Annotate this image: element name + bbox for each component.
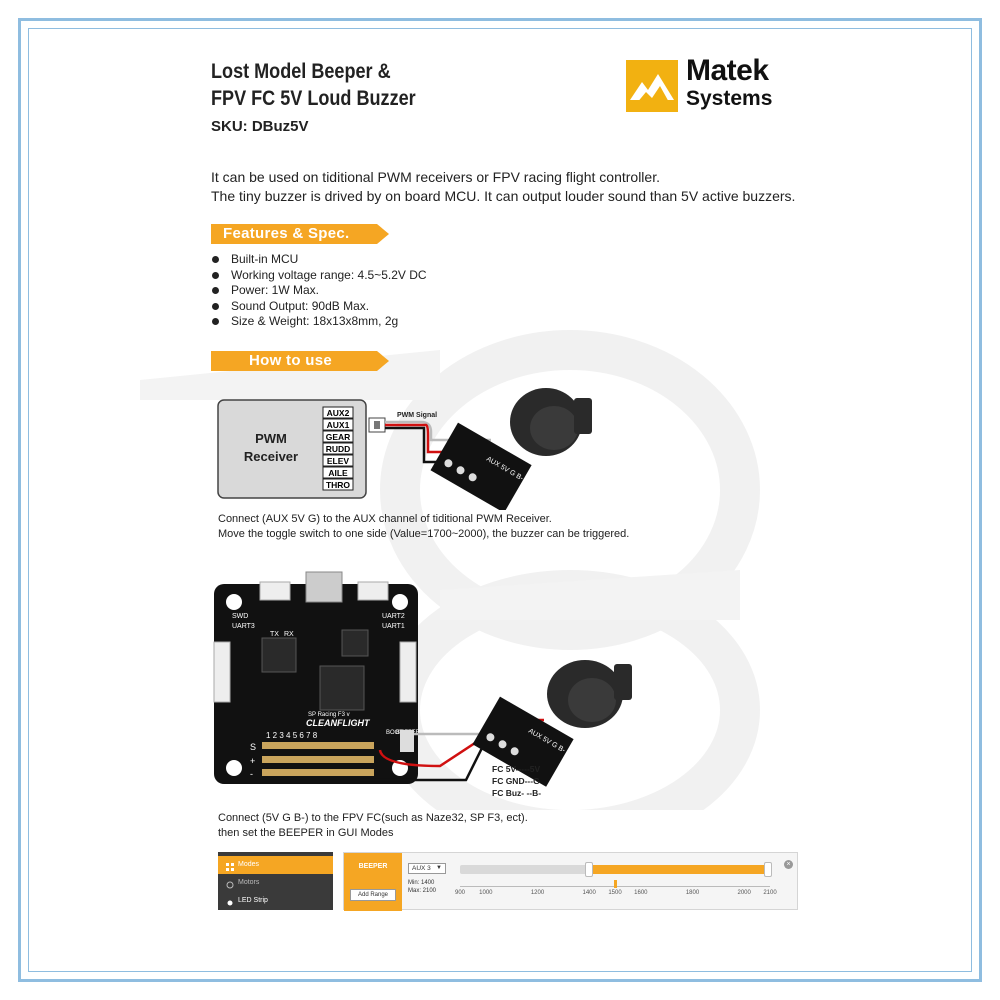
- logo-text-matek: Matek: [686, 54, 769, 87]
- scale-tick-label: 1800: [685, 890, 700, 896]
- beeper-mode-panel: BEEPER Add Range AUX 3 ▼ Min: 1400 Max: …: [343, 852, 798, 911]
- channel-label: THRO: [326, 480, 350, 490]
- remove-range-icon[interactable]: ×: [784, 860, 793, 869]
- channel-label: AUX2: [327, 408, 350, 418]
- range-min-label: Min: 1400: [408, 880, 435, 886]
- intro-line-2: The tiny buzzer is drived by on board MC…: [211, 188, 796, 204]
- channel-label: GEAR: [326, 432, 351, 442]
- caption-fc-line-1: Connect (5V G B-) to the FPV FC(such as …: [218, 812, 528, 824]
- flight-controller-diagram: SWD UART3 UART2 UART1 TX RX CLEANFLIGHT …: [213, 571, 632, 798]
- banner-arrow-shape: [211, 351, 389, 371]
- title-line-1: Lost Model Beeper &: [211, 60, 391, 83]
- minus-row-label: -: [250, 769, 253, 779]
- mode-name: BEEPER: [358, 863, 388, 870]
- range-min-handle[interactable]: [585, 862, 594, 877]
- signal-row-label: S: [250, 742, 256, 752]
- range-min-max: Min: 1400 Max: 2100: [408, 879, 436, 895]
- modes-gui-screenshot: Modes Motors LED Strip BEEPER Add Range …: [218, 852, 798, 912]
- range-slider-fill: [589, 865, 770, 874]
- product-sku: SKU: DBuz5V: [211, 118, 309, 135]
- scale-tick-label: 2000: [737, 890, 751, 896]
- features-title: Features & Spec.: [223, 225, 350, 242]
- board-model: SP Racing F3 v: [308, 712, 350, 718]
- uart3-label: UART3: [232, 623, 255, 630]
- product-title: Lost Model Beeper & FPV FC 5V Loud Buzze…: [211, 58, 416, 112]
- pwm-receiver-diagram: PWM Receiver AUX2 AUX1 GEAR RUDD ELEV AI…: [217, 388, 592, 510]
- receiver-label-1: PWM: [255, 431, 287, 446]
- range-max-handle[interactable]: [764, 862, 772, 877]
- logo-text-systems: Systems: [686, 87, 773, 110]
- scale-tick-label: 1500: [608, 890, 622, 896]
- feature-item: Built-in MCU: [211, 252, 427, 268]
- sidebar-item-label: Modes: [238, 861, 260, 868]
- pin-numbers: 1 2 3 4 5 6 7 8: [266, 731, 318, 740]
- matek-logo: Matek Systems: [626, 54, 816, 116]
- mode-name-box: BEEPER Add Range: [344, 853, 402, 911]
- aux-channel-select[interactable]: AUX 3 ▼: [408, 863, 446, 874]
- mountain-logo-icon: [626, 60, 678, 112]
- plus-row-label: +: [250, 756, 255, 766]
- sidebar-item-motors[interactable]: Motors: [218, 874, 333, 892]
- uart1-label: UART1: [382, 623, 405, 630]
- features-banner: Features & Spec.: [211, 224, 389, 244]
- boot-label: BOOT: [386, 730, 403, 736]
- add-range-button[interactable]: Add Range: [350, 889, 396, 901]
- feature-item: Size & Weight: 18x13x8mm, 2g: [211, 314, 427, 330]
- aux-select-value: AUX 3: [412, 865, 431, 872]
- sidebar-item-label: LED Strip: [238, 897, 268, 904]
- caption-receiver-line-2: Move the toggle switch to one side (Valu…: [218, 528, 630, 540]
- swd-label: SWD: [232, 613, 248, 620]
- motors-icon: [226, 879, 234, 889]
- chevron-down-icon: ▼: [436, 865, 442, 871]
- caption-fc-line-2: then set the BEEPER in GUI Modes: [218, 827, 394, 839]
- banner-arrow-shape: [211, 224, 389, 244]
- range-max-label: Max: 2100: [408, 888, 437, 894]
- sidebar-item-modes[interactable]: Modes: [218, 856, 333, 874]
- board-brand: CLEANFLIGHT: [306, 718, 371, 728]
- range-slider[interactable]: [460, 862, 772, 877]
- pwm-signal-label: PWM Signal: [397, 412, 437, 419]
- led-strip-icon: [226, 897, 234, 906]
- channel-label: AUX1: [327, 420, 350, 430]
- title-line-2: FPV FC 5V Loud Buzzer: [211, 87, 416, 110]
- page-border-inner: [28, 28, 972, 972]
- current-value-marker: [614, 880, 617, 888]
- wiring-buz: FC Buz- --B-: [492, 788, 541, 798]
- scale-tick-label: 1200: [530, 890, 545, 896]
- intro-line-1: It can be used on tiditional PWM receive…: [211, 169, 660, 185]
- channel-label: RUDD: [326, 444, 351, 454]
- features-list: Built-in MCU Working voltage range: 4.5~…: [211, 252, 427, 330]
- howto-title: How to use: [249, 352, 333, 369]
- feature-item: Sound Output: 90dB Max.: [211, 299, 427, 315]
- scale-tick-label: 1400: [582, 890, 596, 896]
- modes-icon: [226, 861, 234, 871]
- scale-tick-label: 1000: [479, 890, 493, 896]
- wiring-gnd: FC GND---G: [492, 776, 540, 786]
- rx-label: RX: [284, 631, 294, 638]
- caption-receiver-line-1: Connect (AUX 5V G) to the AUX channel of…: [218, 513, 552, 525]
- configurator-sidebar: Modes Motors LED Strip: [218, 852, 333, 910]
- intro-text: It can be used on tiditional PWM receive…: [211, 168, 795, 206]
- caption-fc: Connect (5V G B-) to the FPV FC(such as …: [218, 811, 528, 841]
- channel-label: AILE: [328, 468, 348, 478]
- sidebar-item-label: Motors: [238, 879, 260, 886]
- receiver-label-2: Receiver: [244, 449, 298, 464]
- scale-tick-label: 2100: [763, 890, 777, 896]
- caption-receiver: Connect (AUX 5V G) to the AUX channel of…: [218, 512, 629, 542]
- page-border-outer: [18, 18, 982, 982]
- howto-banner: How to use: [211, 351, 389, 371]
- wiring-5v: FC 5V-----5V: [492, 764, 541, 774]
- uart2-label: UART2: [382, 613, 405, 620]
- scale-tick-label: 1600: [634, 890, 648, 896]
- sidebar-item-led-strip[interactable]: LED Strip: [218, 892, 333, 910]
- channel-label: ELEV: [327, 456, 350, 466]
- feature-item: Working voltage range: 4.5~5.2V DC: [211, 268, 427, 284]
- tx-label: TX: [270, 631, 279, 638]
- scale-tick-label: 900: [454, 890, 466, 896]
- feature-item: Power: 1W Max.: [211, 283, 427, 299]
